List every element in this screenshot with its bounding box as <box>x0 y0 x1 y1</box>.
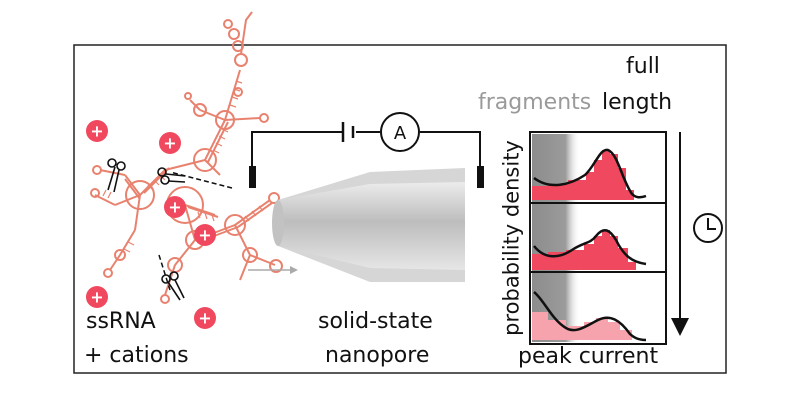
cut-markers <box>107 158 233 301</box>
time-arrow <box>671 132 689 336</box>
figure-frame <box>73 44 727 374</box>
ammeter-icon: A <box>380 112 420 152</box>
circuit: A <box>249 112 484 188</box>
full-label: full <box>626 54 660 79</box>
nanopore-label: nanopore <box>325 343 430 368</box>
cation-icon: + <box>86 120 108 142</box>
cation-markers: + + + + + + <box>86 120 216 329</box>
electrode-right <box>477 166 484 188</box>
battery-icon <box>341 122 355 142</box>
ammeter-label: A <box>394 123 407 144</box>
cation-icon: + <box>194 224 216 246</box>
x-axis-label: peak current <box>518 344 659 369</box>
cation-symbol: + <box>90 122 103 141</box>
fragments-label: fragments <box>478 90 592 115</box>
ssrna-structure <box>90 11 283 304</box>
fragments-region <box>532 134 580 342</box>
flow-arrow <box>248 266 298 274</box>
cations-label: + cations <box>84 343 189 368</box>
cation-symbol: + <box>168 198 181 217</box>
cation-icon: + <box>159 132 181 154</box>
cation-symbol: + <box>198 309 211 328</box>
histogram-panel-1 <box>532 148 647 200</box>
scissors-icon <box>157 167 186 185</box>
clock-icon <box>693 213 723 243</box>
cation-symbol: + <box>198 226 211 245</box>
cation-icon: + <box>86 286 108 308</box>
histogram-panels <box>529 131 667 345</box>
length-label: length <box>602 90 673 115</box>
nanopore-shape <box>272 168 465 282</box>
electrode-left <box>249 166 256 188</box>
cation-icon: + <box>164 196 186 218</box>
histogram-panel-3 <box>532 291 647 342</box>
arrow-down-icon <box>671 318 689 336</box>
scissors-icon <box>107 158 126 193</box>
histogram-panel-2 <box>532 228 647 270</box>
ssrna-label: ssRNA <box>86 309 156 334</box>
cation-symbol: + <box>90 288 103 307</box>
y-axis-label: probability density <box>499 140 524 336</box>
scissors-icon <box>161 271 185 301</box>
solid-state-label: solid-state <box>318 309 433 334</box>
cation-icon: + <box>194 307 216 329</box>
cation-symbol: + <box>163 134 176 153</box>
